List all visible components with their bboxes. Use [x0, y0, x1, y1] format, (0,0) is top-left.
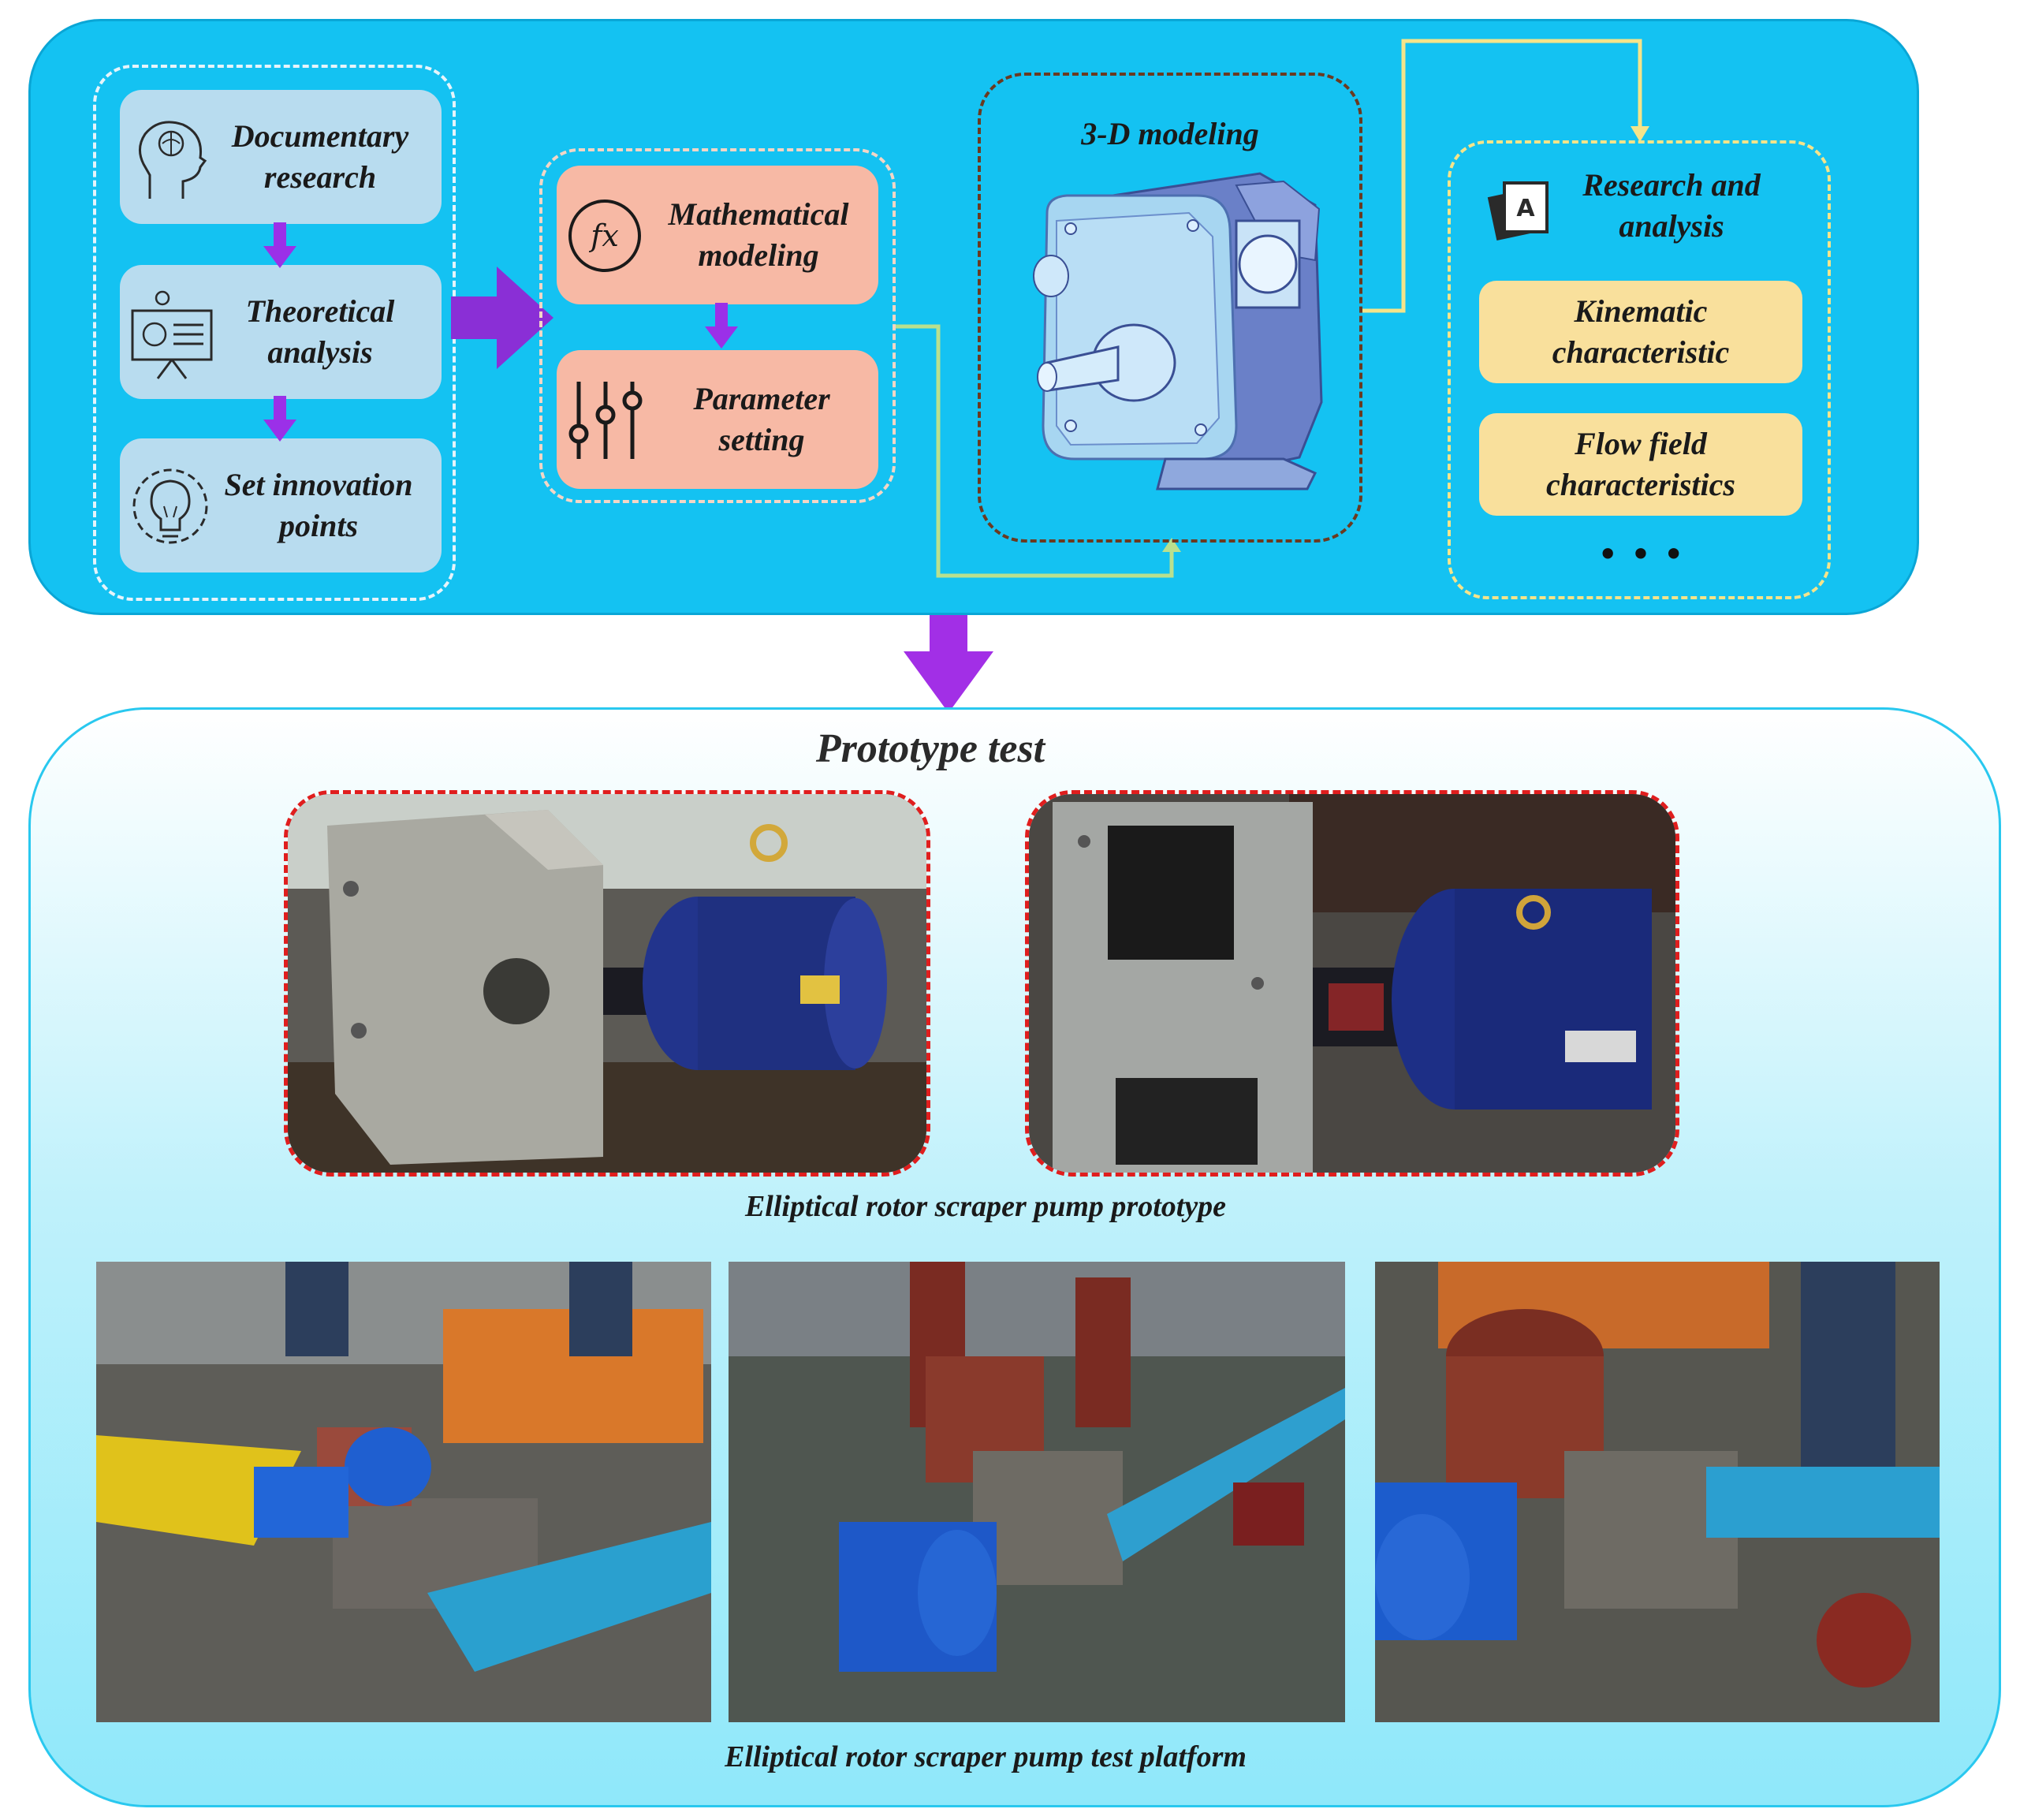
more-items-ellipsis: • • •	[1597, 533, 1685, 576]
group-3d-modeling	[978, 73, 1362, 543]
prototype-photo-1-image	[288, 794, 926, 1173]
svg-text:fx: fx	[588, 218, 619, 253]
connector-parameter-to-3d	[896, 324, 1174, 578]
test-platform-photo-3-image	[1375, 1262, 1940, 1722]
3d-modeling-title: 3-D modeling	[1081, 116, 1259, 151]
prototype-caption: Elliptical rotor scraper pump prototype	[744, 1190, 1227, 1223]
group-research-analysis	[1448, 140, 1831, 599]
sliders-icon	[568, 382, 643, 459]
document-stack-icon: A	[1487, 181, 1549, 241]
lightbulb-gear-icon	[132, 468, 208, 544]
test-platform-photo-2-image	[729, 1262, 1345, 1722]
arrow-to-prototype-test	[904, 615, 993, 713]
arrow-theoretical-to-innovation	[263, 396, 296, 442]
test-platform-photo-1	[96, 1262, 711, 1722]
test-platform-photo-2	[729, 1262, 1345, 1722]
test-platform-caption: Elliptical rotor scraper pump test platf…	[725, 1740, 1247, 1773]
presentation-board-icon	[131, 290, 213, 379]
arrow-math-to-parameter	[705, 303, 738, 349]
prototype-photo-1	[284, 790, 930, 1177]
connector-3d-to-research-head	[1631, 126, 1649, 142]
prototype-photo-2	[1025, 790, 1679, 1177]
test-platform-photo-3	[1375, 1262, 1940, 1722]
function-fx-icon: fx	[568, 200, 641, 272]
connector-lines	[896, 39, 1649, 578]
connector-3d-to-research	[1362, 39, 1642, 313]
pump-3d-model-render	[1033, 172, 1323, 490]
group-modeling	[539, 148, 896, 503]
arrow-documentary-to-theoretical	[263, 222, 296, 268]
brain-head-icon	[139, 121, 207, 199]
svg-text:A: A	[1516, 195, 1535, 222]
arrow-to-modeling-group	[451, 267, 553, 369]
connector-parameter-to-3d-head	[1162, 538, 1181, 552]
prototype-photo-2-image	[1029, 794, 1675, 1173]
test-platform-photo-1-image	[96, 1262, 711, 1722]
prototype-test-title: Prototype test	[815, 726, 1045, 771]
